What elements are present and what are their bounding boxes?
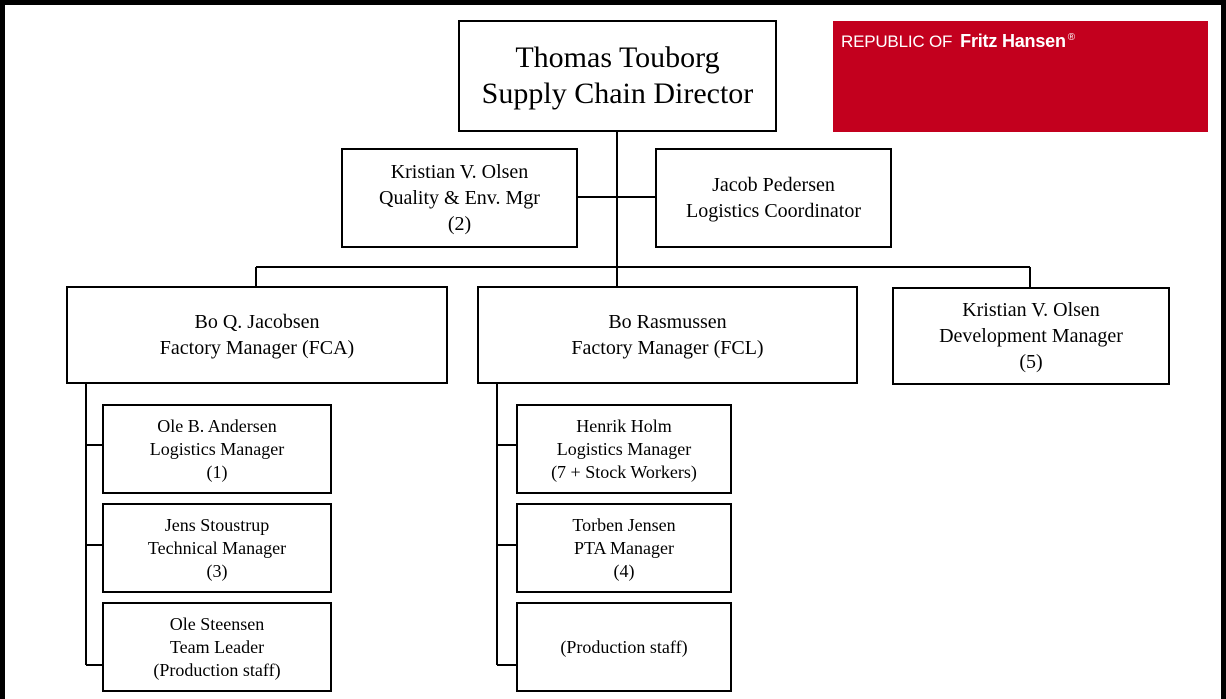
node-title: Logistics Manager (556, 438, 692, 459)
node-title: Factory Manager (FCA) (159, 337, 355, 359)
node-name: Bo Q. Jacobsen (194, 311, 320, 333)
node-name: Jacob Pedersen (712, 174, 835, 196)
node-count: (3) (206, 560, 228, 581)
logo-wordmark: REPUBLIC OF Fritz Hansen® (841, 31, 1075, 52)
node-fca-logistics-manager: Ole B. Andersen Logistics Manager (1) (102, 404, 332, 494)
node-supply-chain-director: Thomas Touborg Supply Chain Director (458, 20, 777, 132)
node-count: (5) (1019, 351, 1043, 373)
node-name: Jens Stoustrup (164, 514, 270, 535)
node-fcl-pta-manager: Torben Jensen PTA Manager (4) (516, 503, 732, 593)
node-title: Logistics Manager (149, 438, 285, 459)
node-name: (Production staff) (560, 636, 688, 657)
node-count: (7 + Stock Workers) (551, 461, 697, 482)
node-name: Kristian V. Olsen (390, 161, 529, 183)
node-name: Bo Rasmussen (608, 311, 727, 333)
node-title: Team Leader (169, 636, 265, 657)
logo-prefix: REPUBLIC OF (841, 32, 953, 51)
node-name: Ole B. Andersen (157, 415, 277, 436)
node-name: Torben Jensen (572, 514, 676, 535)
node-title: Technical Manager (147, 537, 287, 558)
node-title: Development Manager (939, 325, 1123, 347)
logo-brand: Fritz Hansen (960, 31, 1066, 51)
node-development-manager: Kristian V. Olsen Development Manager (5… (892, 287, 1170, 385)
node-count: (Production staff) (153, 659, 281, 680)
node-title: Factory Manager (FCL) (571, 337, 764, 359)
node-factory-manager-fca: Bo Q. Jacobsen Factory Manager (FCA) (66, 286, 448, 384)
node-fcl-production-staff: (Production staff) (516, 602, 732, 692)
node-title: Logistics Coordinator (686, 200, 861, 222)
node-fca-technical-manager: Jens Stoustrup Technical Manager (3) (102, 503, 332, 593)
node-factory-manager-fcl: Bo Rasmussen Factory Manager (FCL) (477, 286, 858, 384)
node-title: Supply Chain Director (481, 77, 754, 110)
node-title: Quality & Env. Mgr (379, 187, 540, 209)
node-name: Ole Steensen (169, 613, 265, 634)
node-name: Thomas Touborg (515, 41, 720, 74)
node-quality-env-manager: Kristian V. Olsen Quality & Env. Mgr (2) (341, 148, 578, 248)
node-fca-team-leader: Ole Steensen Team Leader (Production sta… (102, 602, 332, 692)
registered-mark-icon: ® (1067, 32, 1075, 44)
node-count: (2) (447, 213, 472, 235)
node-title: PTA Manager (573, 537, 675, 558)
node-count: (1) (206, 461, 228, 482)
node-count: (4) (613, 560, 635, 581)
node-name: Kristian V. Olsen (962, 299, 1100, 321)
node-logistics-coordinator: Jacob Pedersen Logistics Coordinator (655, 148, 892, 248)
fritz-hansen-logo: REPUBLIC OF Fritz Hansen® (833, 21, 1208, 132)
node-fcl-logistics-manager: Henrik Holm Logistics Manager (7 + Stock… (516, 404, 732, 494)
node-name: Henrik Holm (576, 415, 672, 436)
